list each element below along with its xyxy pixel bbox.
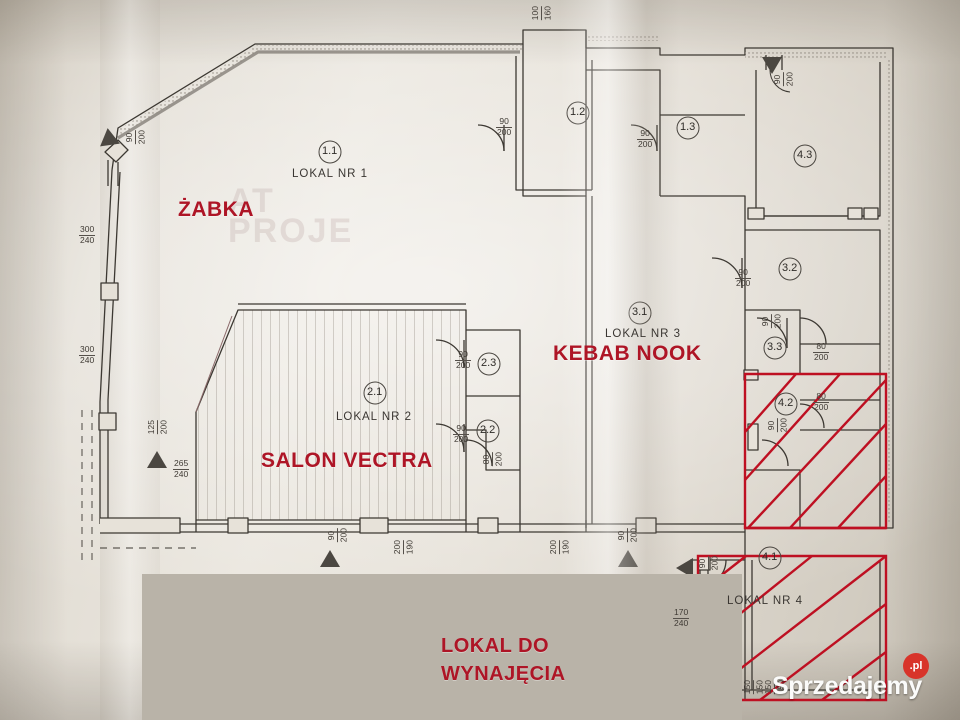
room-marker-1-3: 1.3 — [680, 121, 696, 133]
rental-hatch — [699, 373, 887, 701]
room-marker-2-2: 2.2 — [480, 424, 496, 436]
masked-area-overlay — [142, 574, 742, 720]
unit-caption-1: LOKAL NR 1 — [292, 168, 369, 180]
ghost-stamp-line1: AT — [228, 182, 275, 220]
label-for-rent-line1: LOKAL DO — [441, 635, 550, 657]
label-salon-vectra: SALON VECTRA — [261, 449, 433, 472]
room-marker-1-1: 1.1 — [322, 145, 338, 157]
label-for-rent-line2: WYNAJĘCIA — [441, 663, 566, 685]
label-kebab-nook: KEBAB NOOK — [553, 342, 702, 365]
room-marker-3-2: 3.2 — [782, 262, 798, 274]
room-marker-1-2: 1.2 — [570, 106, 586, 118]
room-circles — [318, 101, 817, 570]
unit-caption-3: LOKAL NR 3 — [605, 328, 682, 340]
ghost-stamp-line2: PROJE — [228, 212, 354, 250]
room-marker-4-1: 4.1 — [762, 551, 778, 563]
room-marker-2-1: 2.1 — [367, 386, 383, 398]
room-marker-4-3: 4.3 — [797, 149, 813, 161]
unit-caption-4: LOKAL NR 4 — [727, 595, 804, 607]
room-marker-4-2: 4.2 — [778, 397, 794, 409]
ghost-stamp: AT PROJE — [228, 182, 354, 250]
watermark-text: Sprzedajemy — [772, 672, 922, 700]
room-marker-3-1: 3.1 — [632, 306, 648, 318]
unit-caption-2: LOKAL NR 2 — [336, 411, 413, 423]
room-marker-2-3: 2.3 — [481, 357, 497, 369]
label-for-rent: LOKAL DO WYNAJĘCIA — [441, 632, 566, 688]
label-zabka: ŻABKA — [178, 198, 254, 221]
room-marker-3-3: 3.3 — [767, 341, 783, 353]
watermark-badge: .pl — [903, 653, 929, 679]
